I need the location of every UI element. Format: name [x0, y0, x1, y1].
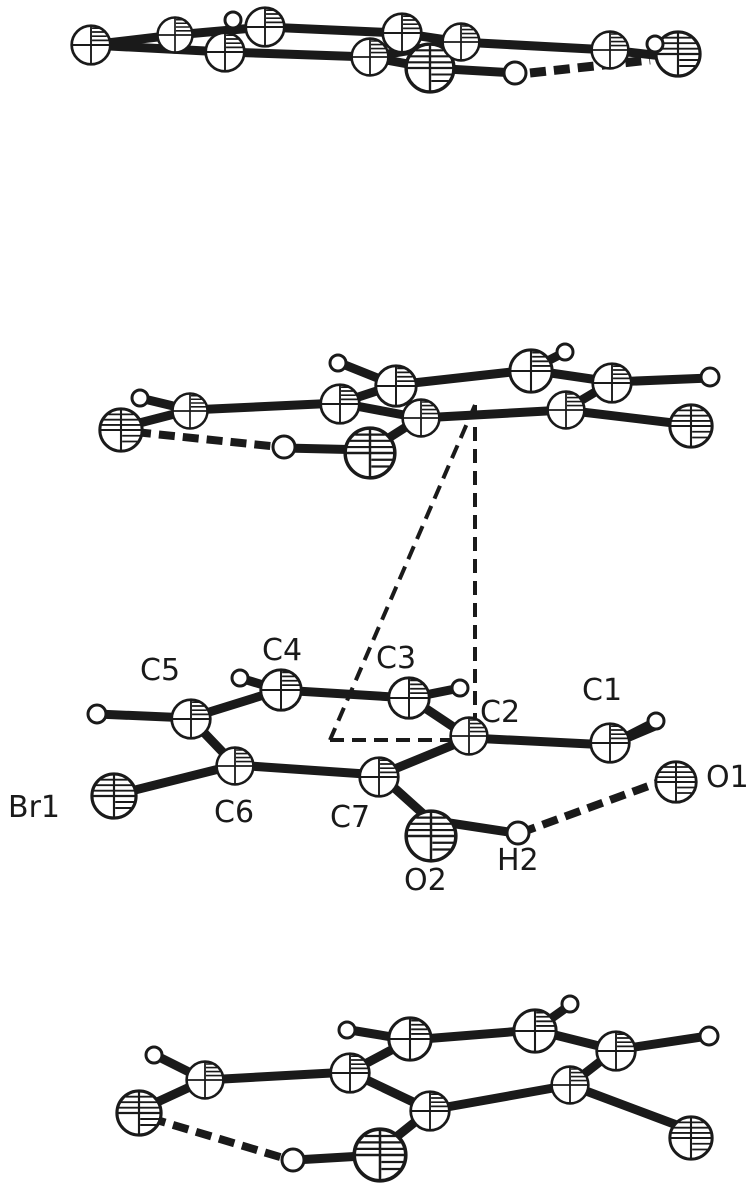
atom-labels: Br1 C5 C4 C3 C2 C1 C6 C7 O1 O2 H2 — [8, 633, 749, 898]
h-bond — [134, 428, 281, 451]
label-c7: C7 — [330, 800, 370, 835]
label-c2: C2 — [480, 695, 520, 730]
atom-c7 — [358, 756, 400, 798]
label-c3: C3 — [376, 641, 416, 676]
label-c1: C1 — [582, 673, 622, 708]
atom-c4 — [259, 668, 303, 712]
centroid-slant — [328, 404, 477, 741]
atom-c3 — [387, 676, 431, 720]
label-o1: O1 — [706, 760, 749, 795]
label-c5: C5 — [140, 653, 180, 688]
atom-h2 — [505, 820, 531, 846]
label-h2: H2 — [497, 843, 539, 878]
atoms — [86, 668, 698, 863]
atom-o1 — [654, 760, 698, 804]
label-o2: O2 — [404, 863, 447, 898]
atoms — [115, 994, 720, 1183]
molecule-bottom — [115, 994, 720, 1183]
molecule-labelled: Br1 C5 C4 C3 C2 C1 C6 C7 O1 O2 H2 — [8, 633, 749, 898]
label-br1: Br1 — [8, 790, 60, 825]
atom-c1 — [589, 722, 631, 764]
h-bond — [518, 776, 667, 837]
atom-o2 — [404, 809, 458, 863]
molecule-second — [98, 342, 721, 480]
molecule-top-edge-on — [70, 6, 702, 92]
atom-c6 — [215, 746, 255, 786]
h-bond — [529, 55, 651, 78]
atom-br1 — [90, 772, 138, 820]
atom-c5 — [170, 698, 212, 740]
h-bond — [148, 1114, 292, 1164]
label-c4: C4 — [262, 633, 302, 668]
atoms — [98, 342, 721, 480]
atoms — [70, 6, 702, 92]
label-c6: C6 — [214, 795, 254, 830]
